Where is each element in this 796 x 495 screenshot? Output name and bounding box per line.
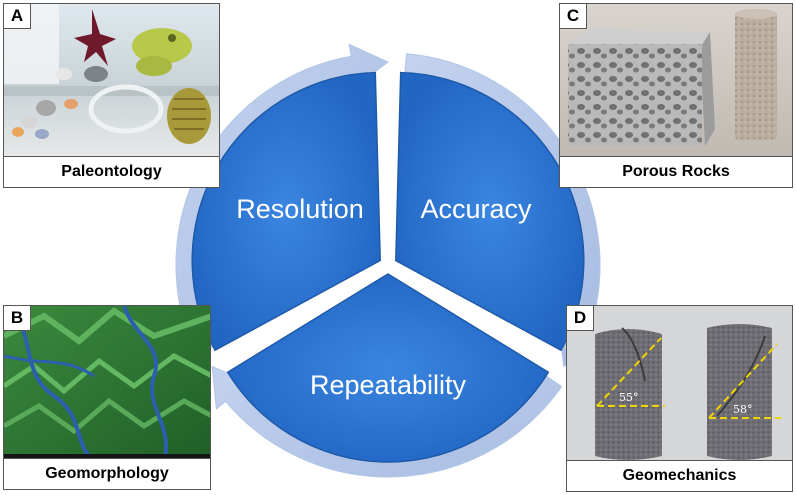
photo-fossil-prints [4, 4, 219, 157]
photo-porous-rocks [560, 4, 792, 157]
segment-label-repeatability: Repeatability [310, 370, 467, 400]
panel-geomechanics: 55° 58° D Geomechanics [566, 305, 793, 492]
photo-rock-cylinders: 55° 58° [567, 306, 792, 461]
angle-label-55: 55° [619, 391, 639, 404]
panel-caption: Geomechanics [567, 460, 792, 491]
panel-paleontology: A Paleontology [3, 3, 220, 188]
panel-letter: B [4, 306, 31, 331]
segment-label-accuracy: Accuracy [420, 194, 532, 224]
panel-letter: D [567, 306, 594, 331]
segments [191, 71, 585, 463]
panel-caption: Porous Rocks [560, 156, 792, 187]
panel-geomorphology: B Geomorphology [3, 305, 211, 490]
segment-repeatability [226, 273, 550, 463]
photo-terrain-model [4, 306, 210, 459]
segment-accuracy [395, 71, 585, 352]
panel-porous-rocks: C Porous Rocks [559, 3, 793, 188]
segment-label-resolution: Resolution [236, 194, 364, 224]
panel-letter: A [4, 4, 31, 29]
panel-caption: Paleontology [4, 156, 219, 187]
angle-label-58: 58° [733, 403, 753, 416]
panel-letter: C [560, 4, 587, 29]
panel-caption: Geomorphology [4, 458, 210, 489]
